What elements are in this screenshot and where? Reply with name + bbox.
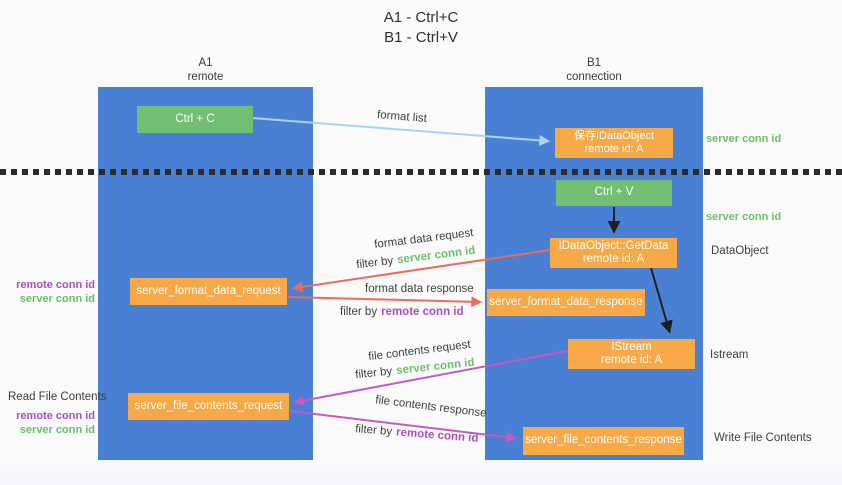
annotation-conn-ids-format: remote conn id server conn id bbox=[0, 278, 95, 306]
annotation-remote-conn-id-2: remote conn id bbox=[16, 410, 95, 422]
node-ctrl-v: Ctrl + V bbox=[556, 180, 672, 206]
annotation-server-conn-id-top: server conn id bbox=[706, 133, 782, 145]
lane-header-b1: B1 connection bbox=[485, 56, 703, 84]
node-server-file-contents-response-label: server_file_contents_response bbox=[525, 434, 682, 447]
dotted-separator-line bbox=[0, 169, 842, 175]
node-ctrl-v-label: Ctrl + V bbox=[594, 186, 634, 199]
node-server-format-data-request-label: server_format_data_request bbox=[136, 284, 281, 297]
edge-label-file-contents-response: file contents response bbox=[374, 394, 488, 420]
annotation-server-conn-id-2: server conn id bbox=[19, 424, 95, 436]
annotation-read-file-contents: Read File Contents bbox=[8, 391, 107, 403]
edge-label-format-data-response: format data response bbox=[365, 283, 474, 295]
lane-a1-title: A1 bbox=[198, 57, 213, 69]
node-save-idataobject: 保存IDataObject remote id: A bbox=[555, 128, 673, 158]
node-idataobject-getdata: IDataObject::GetData remote id: A bbox=[550, 238, 677, 268]
node-istream-line2: remote id: A bbox=[600, 354, 663, 366]
annotation-server-conn-id-mid: server conn id bbox=[706, 211, 782, 223]
node-ctrl-c-label: Ctrl + C bbox=[175, 112, 215, 125]
node-server-format-data-response: server_format_data_response bbox=[487, 289, 645, 316]
lane-b1-title: B1 bbox=[586, 57, 602, 69]
annotation-server-conn-id-1: server conn id bbox=[19, 293, 95, 305]
node-istream-line1: IStream bbox=[611, 340, 652, 353]
node-server-file-contents-response: server_file_contents_response bbox=[523, 427, 684, 455]
node-save-idataobject-line2: remote id: A bbox=[584, 143, 644, 155]
node-getdata-line1: IDataObject::GetData bbox=[558, 239, 669, 252]
annotation-istream: Istream bbox=[710, 349, 749, 361]
annotation-dataobject: DataObject bbox=[711, 245, 769, 257]
node-getdata-line2: remote id: A bbox=[582, 253, 645, 265]
arrow-format-data-response bbox=[287, 296, 483, 308]
annotation-remote-conn-id-1: remote conn id bbox=[16, 279, 95, 291]
node-istream: IStream remote id: A bbox=[568, 339, 695, 369]
node-server-file-contents-request: server_file_contents_request bbox=[128, 393, 289, 420]
title-line-b1: B1 - Ctrl+V bbox=[384, 29, 458, 46]
lane-header-a1: A1 remote bbox=[98, 56, 313, 84]
annotation-conn-ids-file: remote conn id server conn id bbox=[0, 409, 95, 437]
annotation-write-file-contents: Write File Contents bbox=[714, 432, 812, 444]
node-server-format-data-response-label: server_format_data_response bbox=[489, 295, 643, 308]
edge-label-format-list: format list bbox=[376, 109, 428, 125]
lane-a1-subtitle: remote bbox=[187, 71, 224, 83]
title-line-a1: A1 - Ctrl+C bbox=[383, 9, 459, 26]
node-server-format-data-request: server_format_data_request bbox=[130, 278, 287, 305]
node-ctrl-c: Ctrl + C bbox=[137, 106, 253, 133]
node-save-idataobject-line1: 保存IDataObject bbox=[573, 129, 655, 142]
node-server-file-contents-request-label: server_file_contents_request bbox=[134, 399, 283, 412]
diagram-title: A1 - Ctrl+C B1 - Ctrl+V bbox=[0, 8, 842, 48]
lane-b1-subtitle: connection bbox=[566, 71, 622, 83]
